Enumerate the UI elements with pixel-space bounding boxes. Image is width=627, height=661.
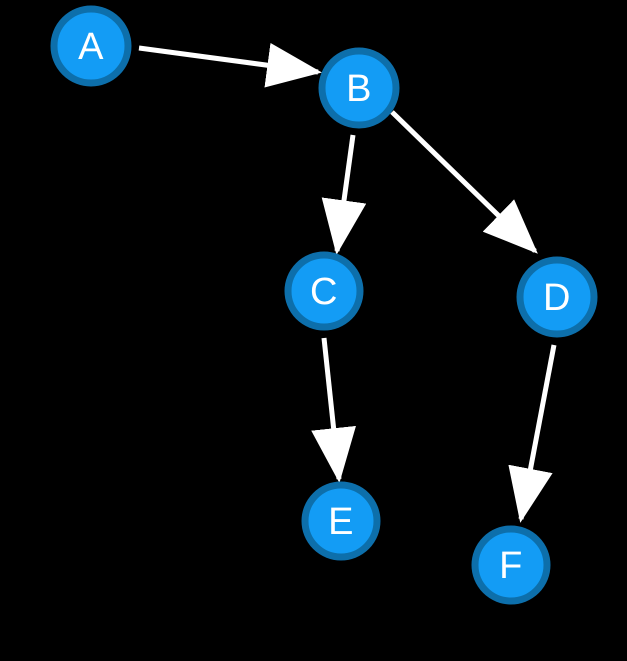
graph-node-d[interactable]: D [516,256,598,338]
graph-edge-a-b[interactable] [138,42,322,88]
edges-group [138,42,557,523]
node-circle-f[interactable] [471,525,551,605]
graph-node-c[interactable]: C [284,251,364,331]
graph-edge-b-c[interactable] [321,134,367,255]
node-circle-c[interactable] [284,251,364,331]
graph-node-b[interactable]: B [318,47,400,129]
graph-node-f[interactable]: F [471,525,551,605]
graph-node-a[interactable]: A [50,5,132,87]
graph-edge-d-f[interactable] [508,344,557,523]
node-circle-a[interactable] [50,5,132,87]
node-circle-b[interactable] [318,47,400,129]
node-circle-e[interactable] [301,481,381,561]
node-circle-d[interactable] [516,256,598,338]
graph-node-e[interactable]: E [301,481,381,561]
graph-edge-c-e[interactable] [311,337,356,483]
graph-edge-b-d[interactable] [390,110,538,254]
nodes-group: A B C D E F [50,5,598,605]
